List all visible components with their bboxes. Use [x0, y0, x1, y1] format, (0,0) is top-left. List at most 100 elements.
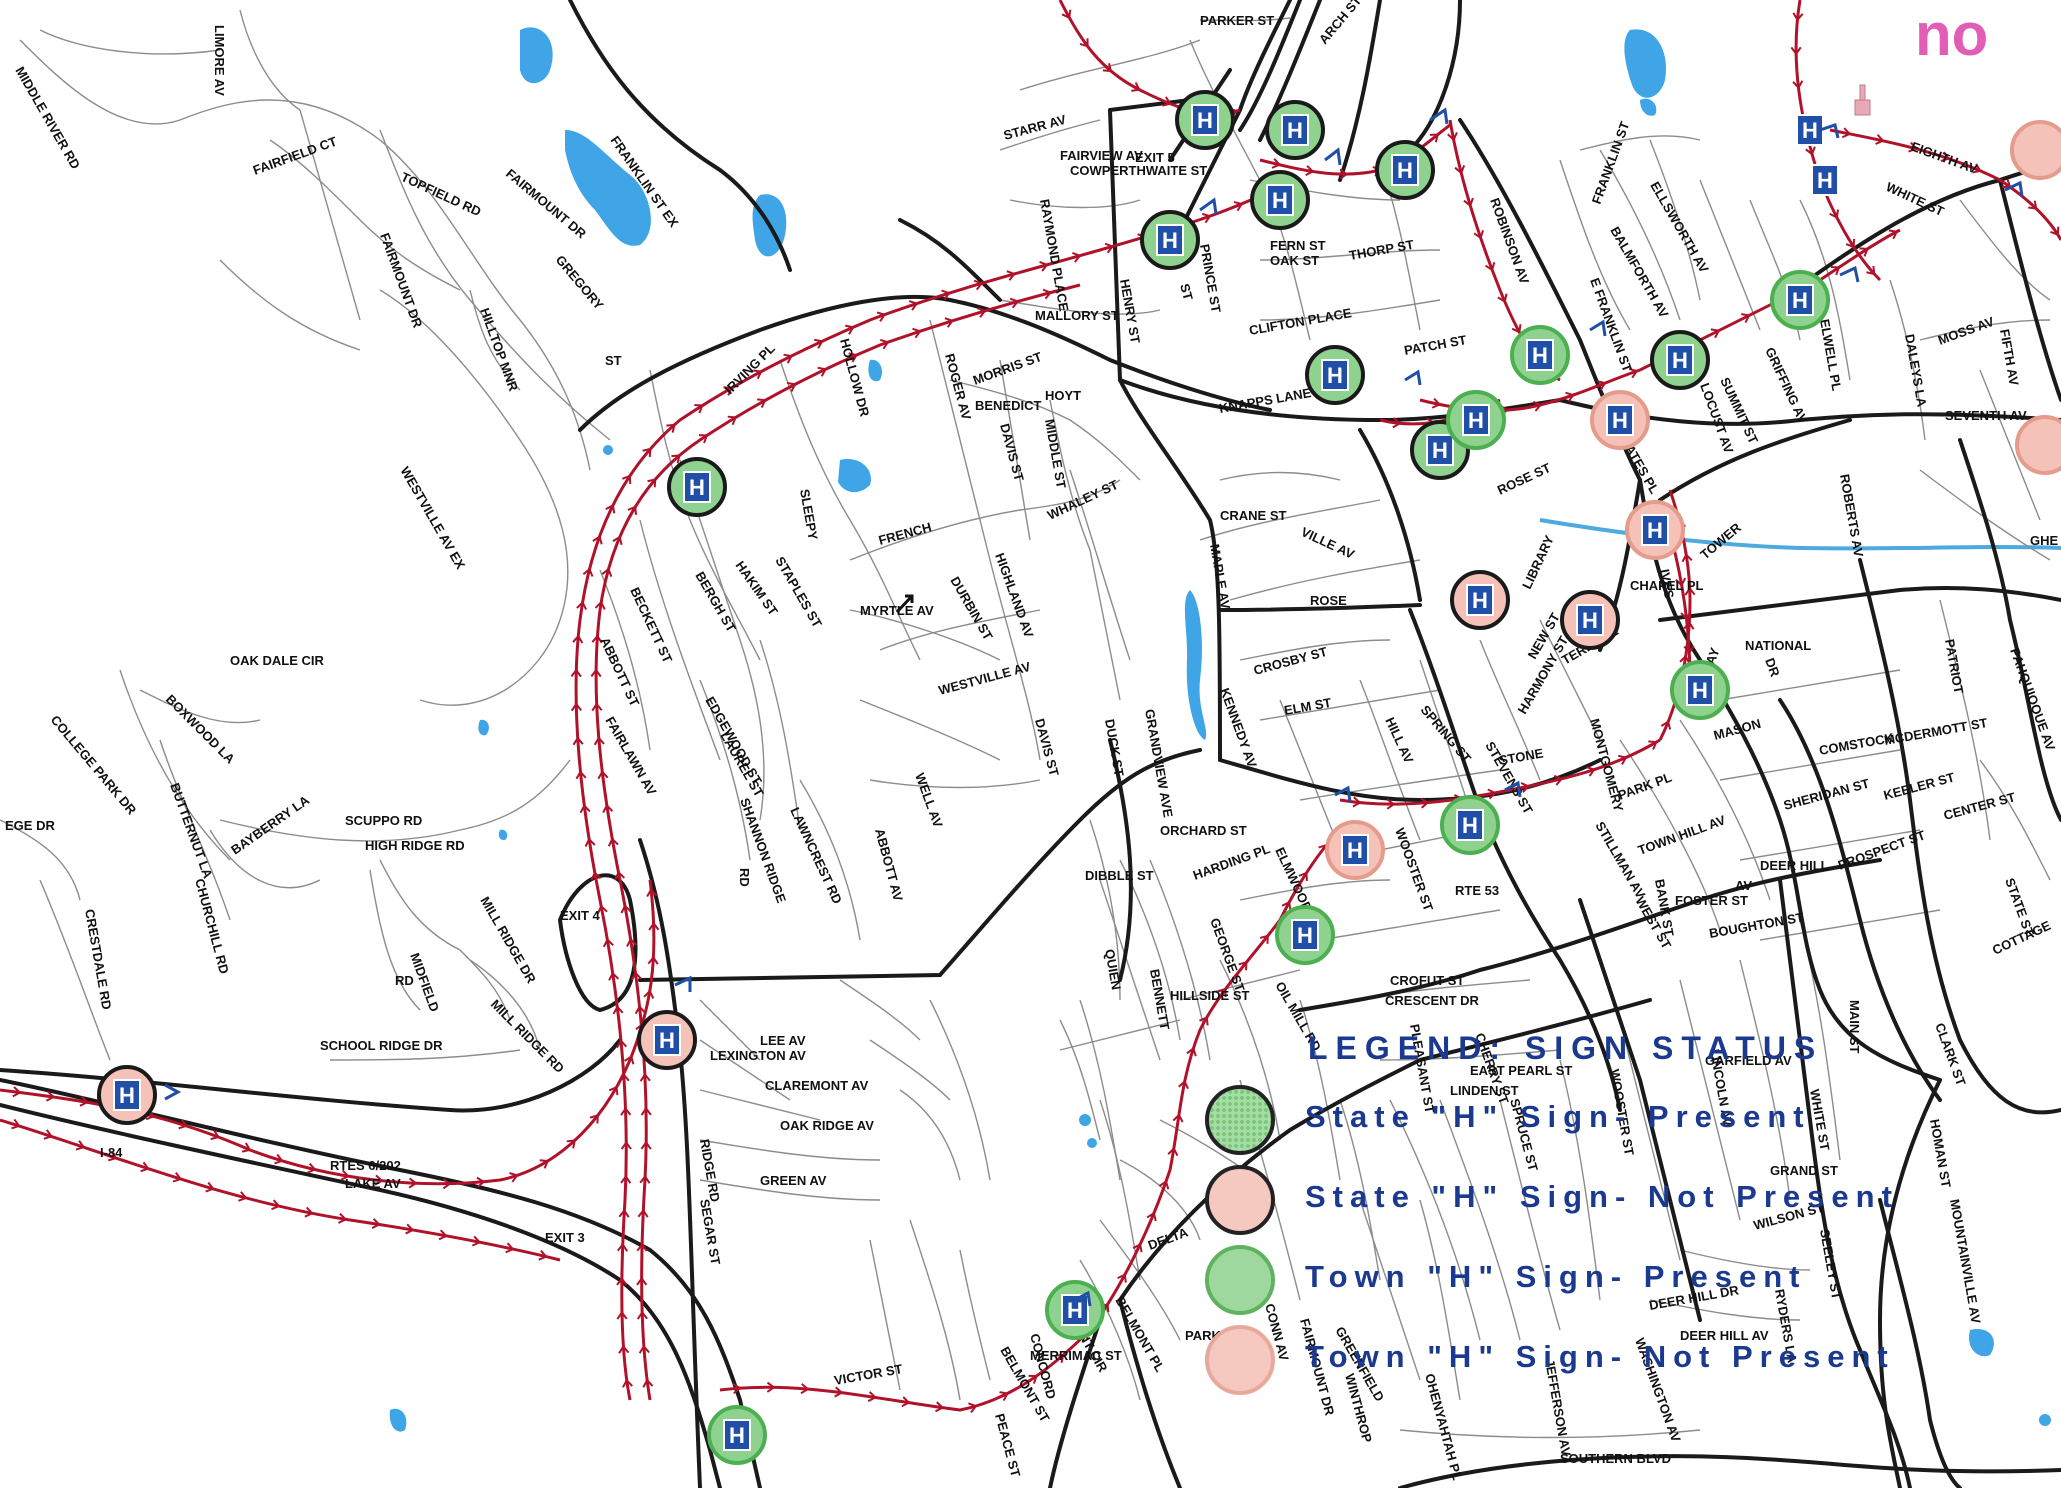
street-label: OAK DALE CIR: [230, 653, 325, 668]
street-label: FAIRVIEW AV: [1060, 148, 1143, 163]
route-direction-chevron: [1386, 798, 1396, 810]
route-direction-chevron: [602, 803, 614, 814]
h-sign-marker[interactable]: H: [1450, 570, 1510, 630]
route-direction-chevron: [941, 289, 951, 301]
h-sign-marker[interactable]: H: [1410, 420, 1470, 480]
h-sign-marker[interactable]: H: [1650, 330, 1710, 390]
street-label: BENNETT: [1147, 968, 1172, 1031]
h-sign-marker[interactable]: H: [1325, 820, 1385, 880]
h-sign-marker[interactable]: H: [637, 1010, 697, 1070]
route-direction-chevron: [1888, 229, 1899, 240]
road-right-edge: [1998, 178, 2061, 402]
h-sign-marker[interactable]: H: [1275, 905, 1335, 965]
h-sign-marker[interactable]: H: [1250, 170, 1310, 230]
route-direction-chevron: [1009, 297, 1020, 309]
route-direction-chevron: [643, 989, 655, 999]
h-sign-marker[interactable]: H: [1560, 590, 1620, 650]
river-still: [1539, 518, 2061, 551]
pond-dot-1: [603, 445, 613, 455]
street-label: CROFUT ST: [1390, 973, 1464, 988]
route-direction-chevron: [75, 1140, 86, 1151]
street-label: GRAND ST: [1770, 1163, 1838, 1178]
h-sign-marker[interactable]: H: [1375, 140, 1435, 200]
route-direction-chevron: [612, 535, 623, 546]
h-sign-marker[interactable]: H: [1811, 164, 1839, 196]
street-label: FAIRLAWN AV: [602, 714, 659, 798]
road-pahquioque: [1658, 586, 2061, 622]
state-present-swatch: [1205, 1085, 1275, 1155]
h-sign-marker[interactable]: H: [1670, 660, 1730, 720]
street-label: DEER HILL AV: [1680, 1328, 1769, 1343]
h-sign-marker[interactable]: H: [1305, 345, 1365, 405]
street-label: WESTVILLE AV: [937, 659, 1033, 698]
route-direction-chevron: [338, 1212, 348, 1224]
route-direction-chevron: [999, 1391, 1009, 1402]
street-label: OAK RIDGE AV: [780, 1118, 874, 1133]
street-label: EXIT 5: [1135, 150, 1175, 165]
h-sign-marker[interactable]: H: [1590, 390, 1650, 450]
h-sign-marker[interactable]: H: [1045, 1280, 1105, 1340]
street-label: BOUGHTON ST: [1708, 910, 1805, 941]
h-sign-marker[interactable]: H: [707, 1405, 767, 1465]
street-label: MOSS AV: [1936, 314, 1996, 348]
route-direction-chevron: [1684, 586, 1696, 596]
route-direction-chevron: [1006, 270, 1016, 281]
street-label: HOYT: [1045, 388, 1081, 403]
route-direction-chevron: [1339, 168, 1349, 180]
route-direction-chevron: [640, 1106, 652, 1116]
route-direction-chevron: [601, 567, 613, 577]
h-sign-marker[interactable]: H: [1440, 795, 1500, 855]
h-sign-marker[interactable]: H: [667, 457, 727, 517]
route-direction-chevron: [471, 1235, 482, 1247]
street-label: ABBOTT ST: [597, 635, 642, 709]
h-sign-marker[interactable]: H: [1510, 325, 1570, 385]
sign-glyph: H: [729, 1423, 745, 1448]
h-sign-marker[interactable]: [2015, 415, 2061, 475]
route-direction-chevron: [1305, 165, 1315, 177]
h-sign-marker[interactable]: H: [1770, 270, 1830, 330]
route-direction-chevron: [1055, 1353, 1065, 1364]
route-direction-chevron: [274, 1153, 284, 1165]
pond-scuppo: [498, 829, 508, 841]
h-sign-marker[interactable]: [2010, 120, 2061, 180]
sign-status-circle: [2010, 120, 2061, 180]
h-sign-marker[interactable]: H: [1625, 500, 1685, 560]
route-i84-west: [0, 1118, 561, 1262]
route-direction-chevron: [647, 955, 659, 965]
route-direction-chevron: [1042, 288, 1053, 300]
street-label: TOWN HILL AV: [1636, 812, 1728, 858]
street-label: HILL AV: [1382, 715, 1416, 766]
route-direction-chevron: [624, 1054, 635, 1065]
street-label: CHAPEL PL: [1630, 578, 1703, 593]
hospital-sign-icon: [1156, 224, 1184, 256]
h-sign-marker[interactable]: H: [1140, 210, 1200, 270]
route-direction-chevron: [1201, 212, 1212, 224]
sign-glyph: H: [1297, 923, 1313, 948]
pond-lower-left: [478, 719, 489, 736]
route-direction-chevron: [307, 1162, 317, 1174]
street-label: CROSBY ST: [1252, 644, 1329, 678]
road-ridge-rd: [638, 838, 702, 1488]
road-wooster-center: [1358, 428, 1422, 602]
route-direction-chevron: [612, 1005, 624, 1015]
route-direction-chevron: [636, 1276, 648, 1286]
route-direction-chevron: [1178, 1079, 1189, 1090]
hospital-sign-icon: [1786, 284, 1814, 316]
route-direction-chevron: [908, 300, 919, 311]
h-sign-marker[interactable]: H: [1796, 114, 1824, 146]
route-direction-chevron: [304, 1206, 314, 1218]
route-direction-chevron: [1792, 80, 1804, 90]
street-label: ABBOTT AV: [872, 827, 906, 903]
hospital-sign-icon: [1341, 834, 1369, 866]
route-direction-chevron: [622, 1378, 633, 1388]
h-sign-marker[interactable]: H: [1175, 90, 1235, 150]
h-sign-marker[interactable]: H: [1265, 100, 1325, 160]
route-direction-chevron: [1680, 611, 1692, 621]
route-direction-chevron: [572, 736, 584, 746]
route-direction-chevron: [876, 311, 887, 322]
route-direction-chevron: [12, 1086, 22, 1098]
h-sign-marker[interactable]: H: [97, 1065, 157, 1125]
h-sign-marker[interactable]: H: [1446, 390, 1506, 450]
